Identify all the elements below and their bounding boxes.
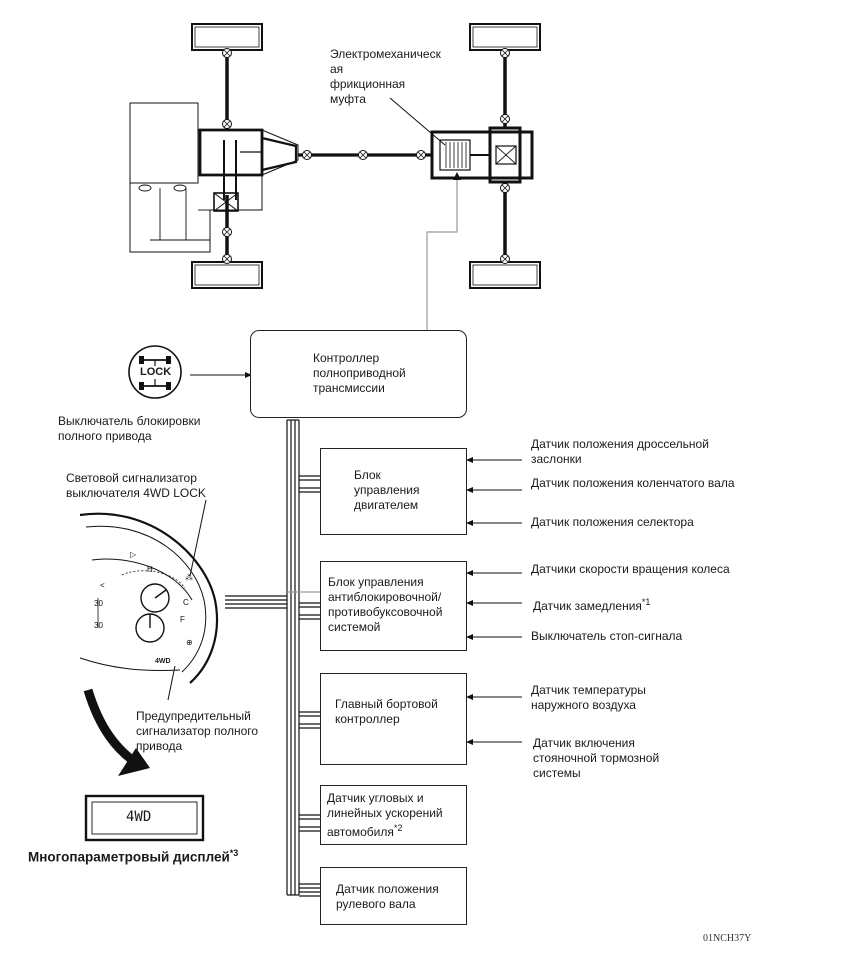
svg-text:<: < <box>100 581 105 590</box>
input-outside-temp: Датчик температуры наружного воздуха <box>531 683 646 712</box>
lock-indicator-label: Световой сигнализатор выключателя 4WD LO… <box>66 471 206 500</box>
engine-block <box>129 102 199 184</box>
multi-display <box>84 794 205 842</box>
accel-sensor-note: *2 <box>393 823 403 833</box>
bcm-label: Главный бортовой контроллер <box>335 697 438 726</box>
svg-text:C: C <box>183 598 189 607</box>
multi-display-title: Многопараметровый дисплей*3 <box>28 848 239 865</box>
wheel-rear-left-inner <box>194 264 260 286</box>
input-decel: Датчик замедления*1 <box>533 597 651 613</box>
svg-text:F: F <box>180 615 185 624</box>
svg-text:⊕: ⊕ <box>186 638 193 647</box>
display-4wd-text: 4WD <box>126 809 152 825</box>
svg-text:H: H <box>147 565 153 574</box>
ecm-label: Блок управления двигателем <box>354 468 420 512</box>
instrument-cluster <box>79 512 219 684</box>
input-wheel-speed: Датчики скорости вращения колеса <box>531 562 730 576</box>
awd-controller-label: Контроллер полноприводной трансмиссии <box>313 351 406 395</box>
rear-differential <box>430 130 534 180</box>
wheel-rear-right-inner <box>472 264 538 286</box>
transmission-case <box>129 129 299 253</box>
ecm-box <box>320 448 467 535</box>
awd-controller-box <box>250 330 467 418</box>
bcm-box <box>320 673 467 765</box>
figure-reference: 01NCH37Y <box>703 933 752 944</box>
wheel-front-right <box>469 23 541 51</box>
multi-display-note: *3 <box>229 848 239 858</box>
lock-icon-text: LOCK <box>140 366 172 378</box>
cluster-4wd-label: 4WD <box>155 658 171 665</box>
input-parking-brake: Датчик включения стояночной тормозной си… <box>533 736 660 780</box>
coupling-label: Электромеханическ ая фрикционная муфта <box>330 47 441 106</box>
input-selector: Датчик положения селектора <box>531 515 694 529</box>
steering-sensor-box <box>320 867 467 925</box>
input-brake-switch: Выключатель стоп-сигнала <box>531 629 683 643</box>
lock-switch-label: Выключатель блокировки полного привода <box>58 414 201 443</box>
decel-note: *1 <box>641 597 651 607</box>
abs-box <box>320 561 467 651</box>
wheel-front-right-inner <box>472 26 538 48</box>
wheel-rear-left <box>191 261 263 289</box>
svg-text:30: 30 <box>94 621 103 630</box>
wheel-front-left-inner <box>194 26 260 48</box>
input-crank: Датчик положения коленчатого вала <box>531 476 735 490</box>
wheel-rear-right <box>469 261 541 289</box>
svg-text:30: 30 <box>94 599 103 608</box>
abs-label: Блок управления антиблокировочной/ проти… <box>328 575 443 634</box>
steering-sensor-label: Датчик положения рулевого вала <box>336 882 439 911</box>
svg-text:⁂: ⁂ <box>185 573 193 582</box>
wheel-front-left <box>191 23 263 51</box>
warning-lamp-label: Предупредительный сигнализатор полного п… <box>136 709 259 753</box>
accel-sensor-label: Датчик угловых и линейных ускорений авто… <box>327 791 443 839</box>
input-throttle: Датчик положения дроссельной заслонки <box>531 437 709 466</box>
accel-sensor-box <box>320 785 467 845</box>
svg-text:▷: ▷ <box>130 550 137 559</box>
